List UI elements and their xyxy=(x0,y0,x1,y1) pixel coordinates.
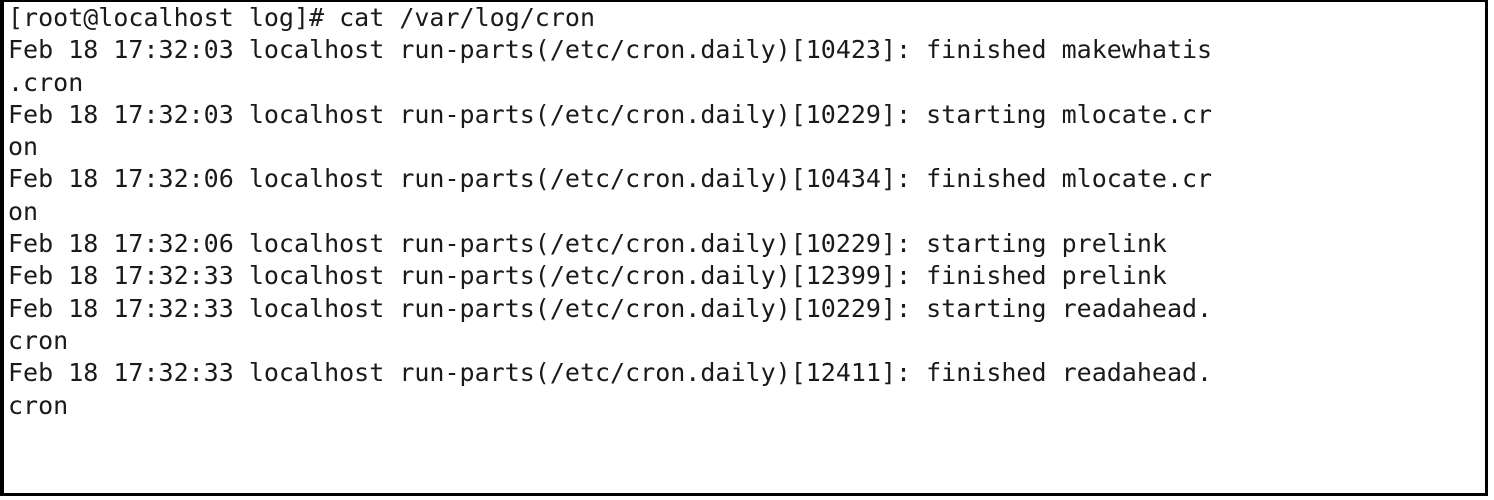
terminal-output-line: cron xyxy=(8,390,69,420)
terminal-output-line: Feb 18 17:32:33 localhost run-parts(/etc… xyxy=(8,261,1167,291)
terminal-output-line: Feb 18 17:32:03 localhost run-parts(/etc… xyxy=(8,35,1213,65)
terminal-command-line: [root@localhost log]# cat /var/log/cron xyxy=(8,3,595,32)
terminal-output-line: Feb 18 17:32:06 localhost run-parts(/etc… xyxy=(8,164,1213,194)
terminal-output-line: Feb 18 17:32:03 localhost run-parts(/etc… xyxy=(8,99,1213,129)
terminal-output-line: on xyxy=(8,196,39,226)
terminal-output-line: Feb 18 17:32:33 localhost run-parts(/etc… xyxy=(8,293,1213,323)
terminal-output-line: cron xyxy=(8,325,69,355)
terminal-output-line: on xyxy=(8,132,39,162)
terminal-output-line: Feb 18 17:32:06 localhost run-parts(/etc… xyxy=(8,229,1167,259)
terminal-output-line: Feb 18 17:32:33 localhost run-parts(/etc… xyxy=(8,358,1213,388)
terminal-output-line: .cron xyxy=(8,67,84,97)
